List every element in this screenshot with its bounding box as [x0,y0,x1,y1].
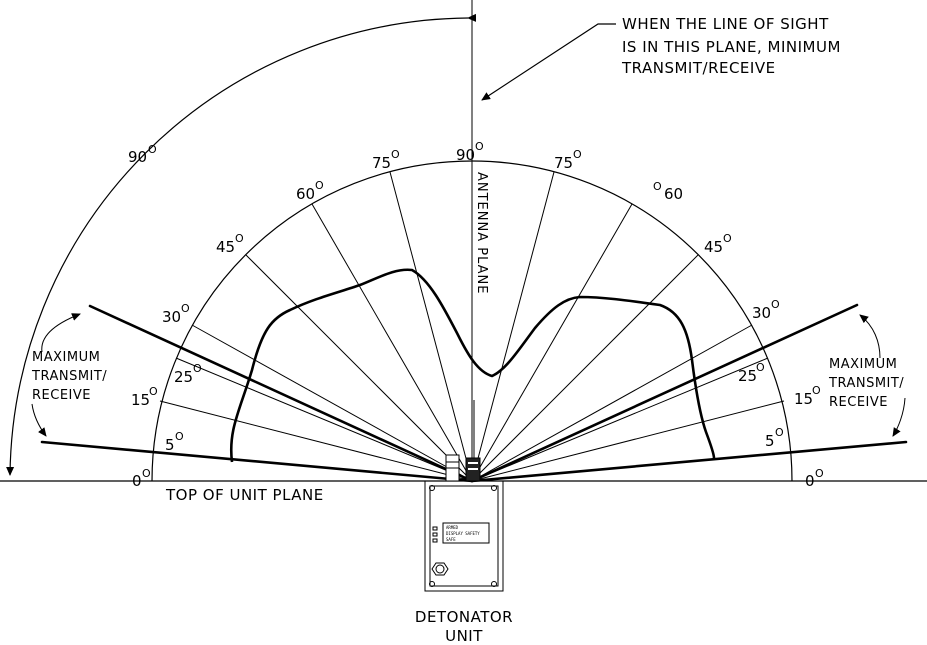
max-left-line-1: MAXIMUM [32,350,100,365]
angle-left-25-degree: O [193,362,202,375]
outer-arc-90-degree: O [148,143,157,156]
detonator-label-line-2: UNIT [445,627,483,645]
angle-right-0-degree: O [815,467,824,480]
angle-right-5: 5 [765,432,775,450]
angle-left-5-degree: O [175,430,184,443]
max-right-line-3: RECEIVE [829,395,888,410]
angle-left-25: 25 [174,368,193,386]
max-left-arrow-low [32,404,46,436]
detonator-label-line-1: DETONATOR [415,608,513,626]
angle-top-90: 90 [456,146,475,164]
angle-left-15: 15 [131,391,150,409]
angle-right-25: 25 [738,367,757,385]
angle-right-75-degree: O [573,148,582,161]
angle-left-30: 30 [162,308,181,326]
max-right-arrow-low [893,398,905,436]
angle-right-0: 0 [805,472,815,490]
angle-right-60: 60 [664,185,683,203]
max-left-line-3: RECEIVE [32,388,91,403]
top-of-unit-plane-label: TOP OF UNIT PLANE [165,486,324,504]
angle-left-0-degree: O [142,467,151,480]
angle-right-60-degree: O [653,180,662,193]
angle-left-60: 60 [296,185,315,203]
angle-right-30: 30 [752,304,771,322]
panel-text-safe: SAFE [446,537,456,542]
angle-left-45: 45 [216,238,235,256]
detonator-device [425,400,503,591]
max-left-arrow [42,314,80,352]
angle-right-45: 45 [704,238,723,256]
top-note-line-2: IS IN THIS PLANE, MINIMUM [622,38,841,56]
panel-text-display: DISPLAY SAFETY [446,531,480,536]
angle-left-75: 75 [372,154,391,172]
radiation-pattern-curve [231,270,714,462]
angle-left-5: 5 [165,436,175,454]
outer-arc-90-label: 90 [128,148,147,166]
angle-left-75-degree: O [391,148,400,161]
angle-left-15-degree: O [149,385,158,398]
angle-right-15: 15 [794,390,813,408]
max-right-arrow [860,315,880,358]
angle-top-90-degree: O [475,140,484,153]
angle-right-5-degree: O [775,426,784,439]
angle-right-30-degree: O [771,298,780,311]
antenna-plane-label: ANTENNA PLANE [474,172,489,294]
angle-left-0: 0 [132,472,142,490]
angle-right-45-degree: O [723,232,732,245]
left-angle-labels: 0 O 5 O 15 O 25 O 30 O 45 O 60 O 75 O 90… [131,140,484,490]
max-right-line-1: MAXIMUM [829,357,897,372]
angle-right-25-degree: O [756,361,765,374]
angle-left-60-degree: O [315,179,324,192]
top-note-line-1: WHEN THE LINE OF SIGHT [622,15,829,33]
panel-text-armed: ARMED [446,525,459,530]
top-note-leader [482,24,616,100]
angle-left-30-degree: O [181,302,190,315]
angle-left-45-degree: O [235,232,244,245]
max-right-line-2: TRANSMIT/ [828,376,904,391]
right-angle-labels: 0 O 5 O 15 O 25 O 30 O 45 O O 60 75 O [554,148,824,490]
max-left-line-2: TRANSMIT/ [31,369,107,384]
angle-right-75: 75 [554,154,573,172]
angle-right-15-degree: O [812,384,821,397]
top-note-line-3: TRANSMIT/RECEIVE [621,59,776,77]
